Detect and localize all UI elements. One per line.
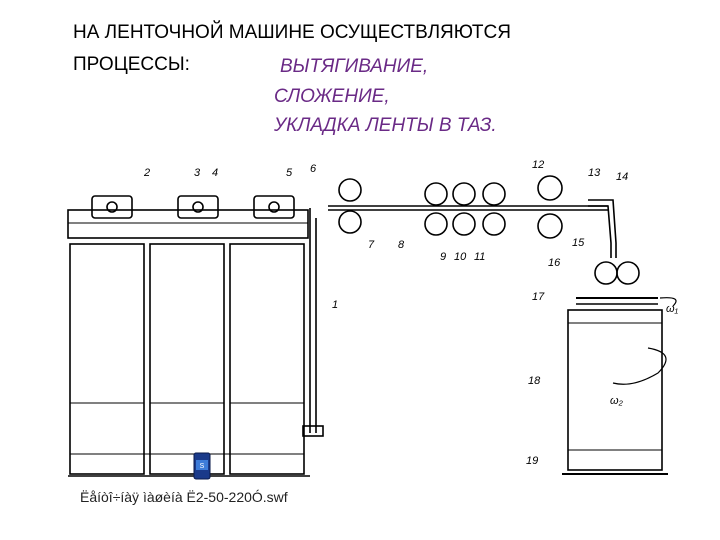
can-3 <box>229 243 305 475</box>
part-number-8: 8 <box>398 239 405 251</box>
part-number-5: 5 <box>286 167 293 179</box>
part-number-16: 16 <box>548 257 561 269</box>
part-number-14: 14 <box>616 171 628 183</box>
coiler-can <box>567 309 663 471</box>
omega-2-label: ω₂ <box>610 395 624 407</box>
part-number-2: 2 <box>143 167 150 179</box>
part-number-9: 9 <box>440 251 446 263</box>
part-number-1: 1 <box>332 299 338 311</box>
creel-beam <box>67 209 309 239</box>
part-number-7: 7 <box>368 239 375 251</box>
can-1 <box>69 243 145 475</box>
part-number-13: 13 <box>588 167 601 179</box>
process-stretching: ВЫТЯГИВАНИЕ, <box>280 56 429 77</box>
heading-line1: НА ЛЕНТОЧНОЙ МАШИНЕ ОСУЩЕСТВЛЯЮТСЯ <box>73 22 511 43</box>
can-2 <box>149 243 225 475</box>
attachment-filename[interactable]: Ëåíòî÷íàÿ ìàøèíà Ë2-50-220Ó.swf <box>80 489 288 505</box>
part-number-15: 15 <box>572 237 585 249</box>
part-number-11: 11 <box>474 251 485 263</box>
part-number-19: 19 <box>526 455 538 467</box>
svg-text:S: S <box>200 463 205 470</box>
part-number-10: 10 <box>454 251 467 263</box>
omega-1-label: ω₁ <box>666 303 679 315</box>
part-number-12: 12 <box>532 159 544 171</box>
drawframe-machine-diagram: 2 3 4 5 6 7 8 9 10 11 12 13 14 15 16 17 … <box>67 159 679 477</box>
part-number-4: 4 <box>212 167 218 179</box>
process-coiling: УКЛАДКА ЛЕНТЫ В ТАЗ. <box>274 115 497 136</box>
swf-file-icon[interactable]: S <box>193 452 211 480</box>
part-number-6: 6 <box>310 163 317 175</box>
part-number-3: 3 <box>194 167 201 179</box>
part-number-17: 17 <box>532 291 545 303</box>
heading-line2: ПРОЦЕССЫ: <box>73 54 190 75</box>
process-doubling: СЛОЖЕНИЕ, <box>274 86 390 107</box>
part-number-18: 18 <box>528 375 541 387</box>
